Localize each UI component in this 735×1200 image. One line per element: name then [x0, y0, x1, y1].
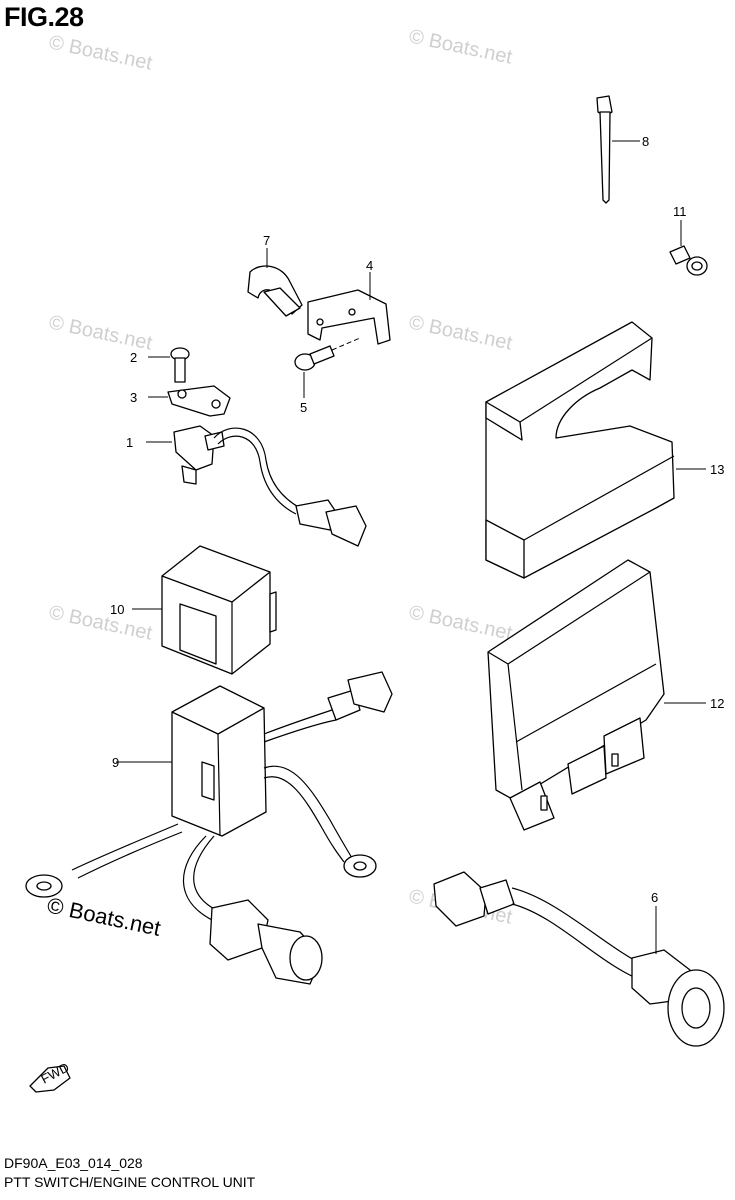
bracket-part [307, 272, 391, 351]
watermarks: © Boats.net © Boats.net © Boats.net © Bo… [45, 25, 515, 940]
ecu-part [487, 559, 706, 831]
watermark-text: © Boats.net [47, 601, 155, 644]
watermark-prominent: © Boats.net [45, 892, 163, 940]
figure-code: DF90A_E03_014_028 [4, 1155, 143, 1171]
bolt-part [294, 345, 335, 398]
callout-5[interactable]: 5 [300, 400, 307, 415]
relay-harness-part [25, 671, 393, 985]
callout-2[interactable]: 2 [130, 350, 137, 365]
switch-plate-part [148, 385, 231, 417]
bolt-small-part [669, 220, 708, 276]
screw-part [148, 347, 190, 383]
watermark-text: © Boats.net [47, 31, 155, 74]
callout-8[interactable]: 8 [642, 134, 649, 149]
parts-diagram: © Boats.net © Boats.net © Boats.net © Bo… [25, 25, 725, 1093]
callout-10[interactable]: 10 [110, 602, 124, 617]
watermark-text: © Boats.net [407, 25, 515, 68]
callout-13[interactable]: 13 [710, 462, 724, 477]
figure-title: FIG.28 [4, 2, 84, 32]
callout-7[interactable]: 7 [263, 233, 270, 248]
figure-description: PTT SWITCH/ENGINE CONTROL UNIT [4, 1174, 256, 1190]
callout-1[interactable]: 1 [126, 435, 133, 450]
callout-4[interactable]: 4 [366, 258, 373, 273]
ecu-cushion-part [485, 321, 706, 579]
watermark-text: © Boats.net [47, 311, 155, 354]
callout-3[interactable]: 3 [130, 390, 137, 405]
cable-tie-part [596, 95, 640, 204]
callout-9[interactable]: 9 [112, 755, 119, 770]
relay-cover-part [132, 545, 277, 675]
callout-labels: 1 2 3 4 5 6 7 8 9 10 11 12 13 [110, 134, 724, 905]
clamp-part [247, 248, 303, 317]
watermark-text: © Boats.net [407, 601, 515, 644]
callout-11[interactable]: 11 [673, 204, 687, 219]
callout-6[interactable]: 6 [651, 890, 658, 905]
callout-12[interactable]: 12 [710, 696, 724, 711]
ptt-switch-part [146, 425, 367, 547]
harness-grommet-part [433, 871, 725, 1047]
fwd-arrow: FWD [29, 1060, 72, 1093]
watermark-text: © Boats.net [407, 311, 515, 354]
